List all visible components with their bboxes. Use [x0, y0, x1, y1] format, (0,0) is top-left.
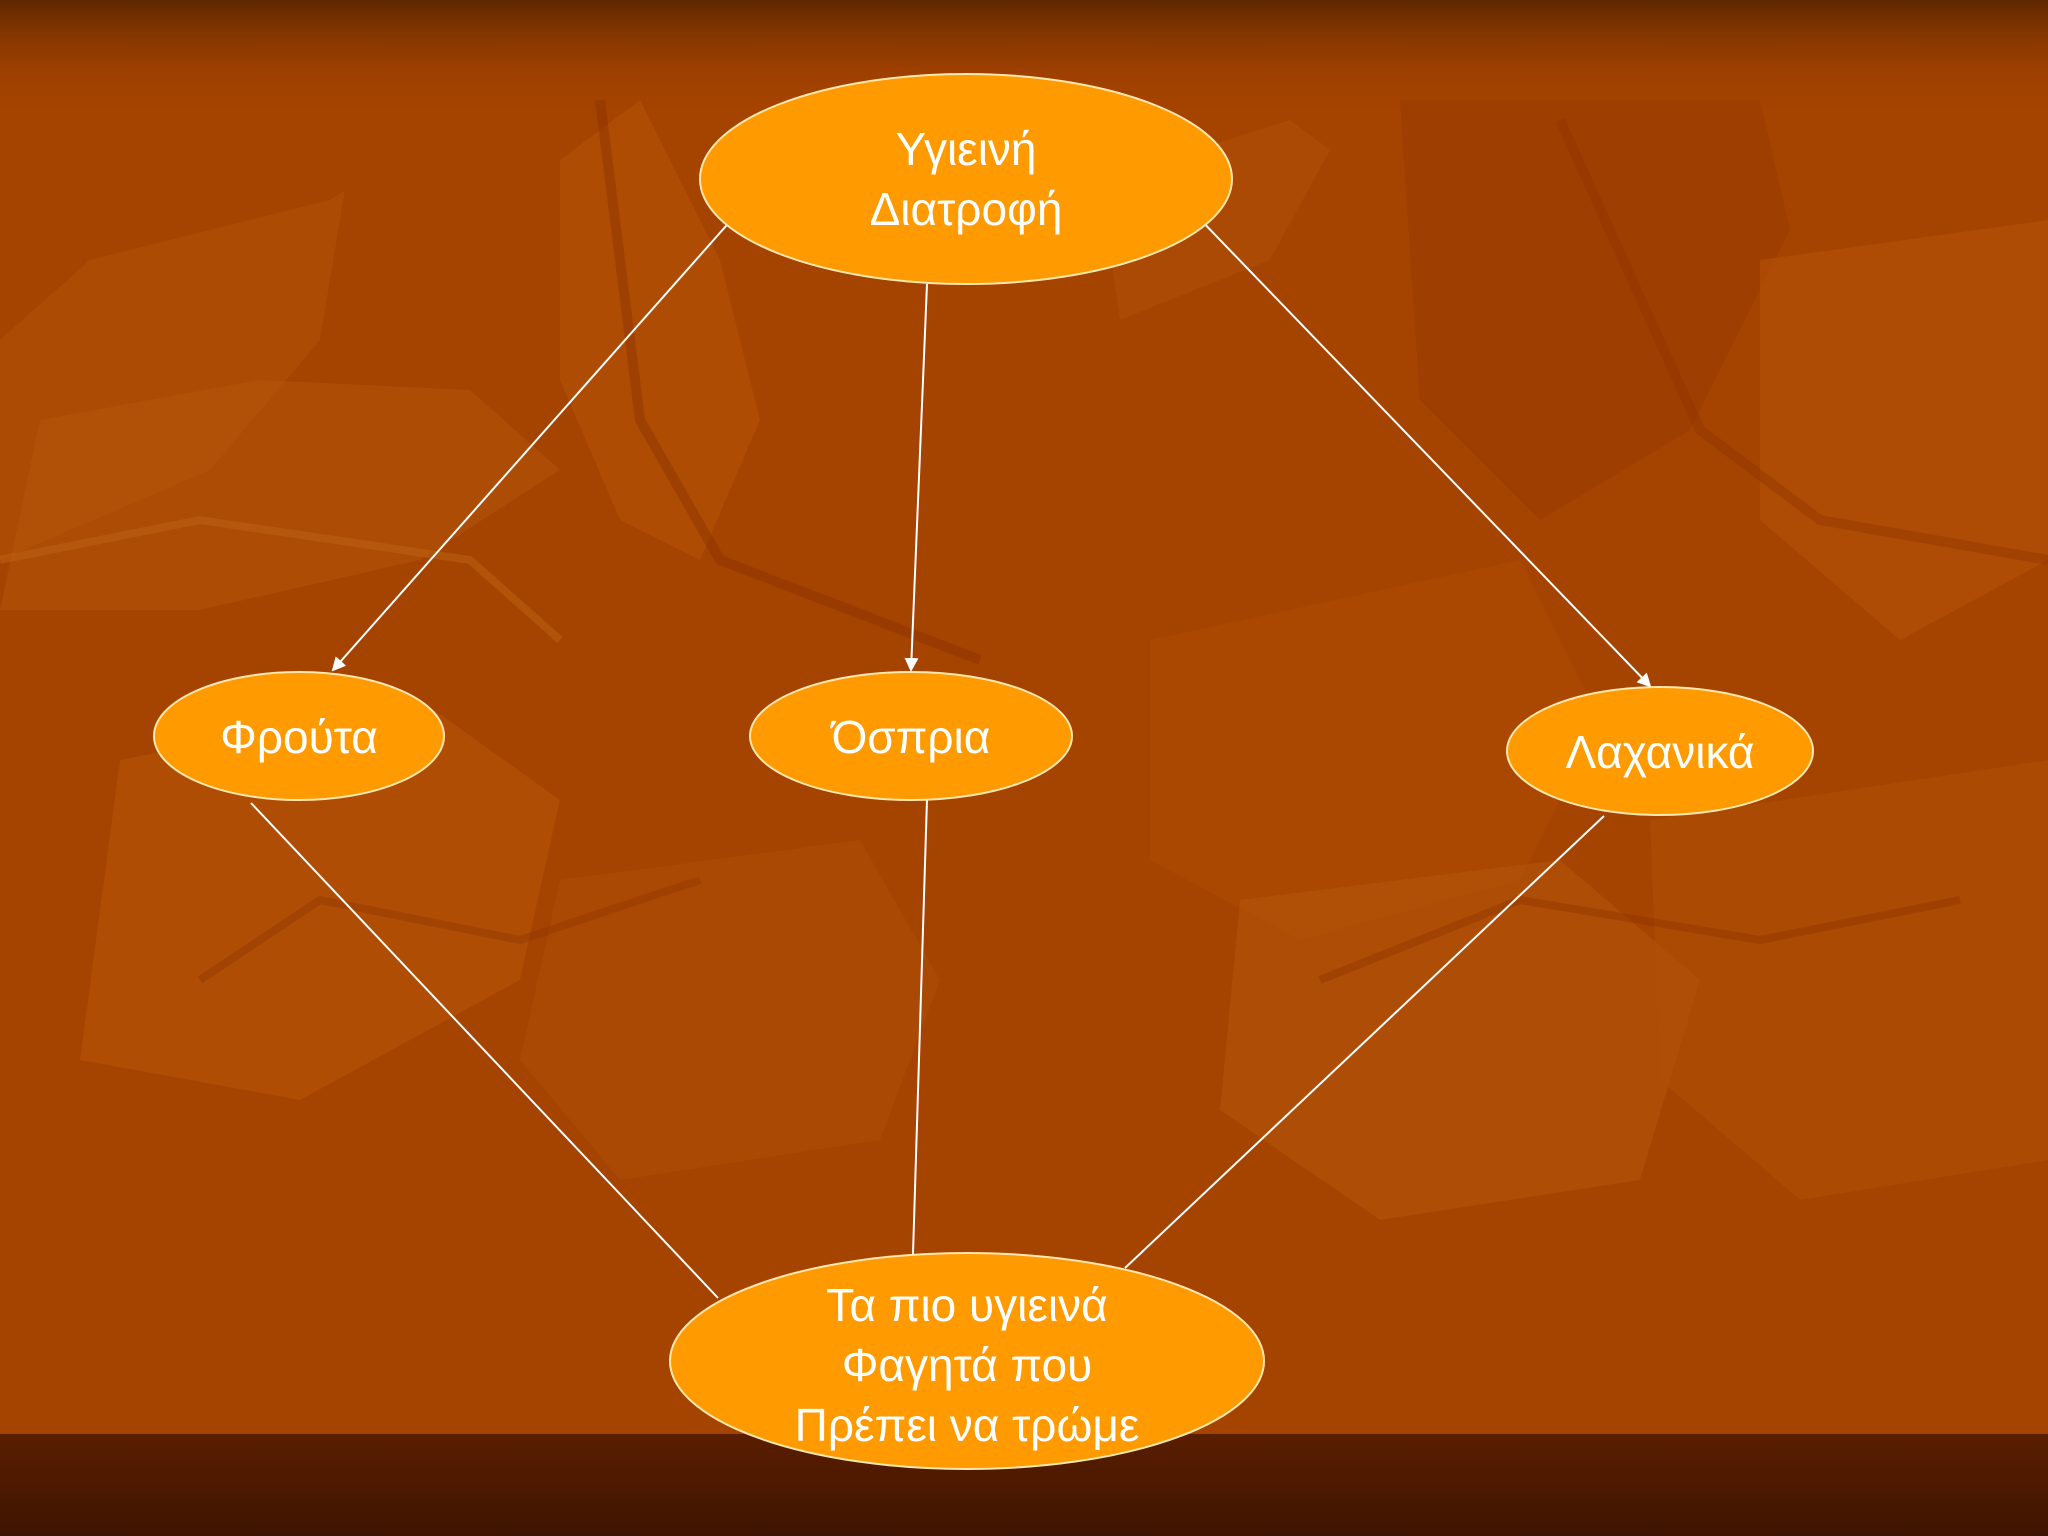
leaf-pattern	[0, 99, 2048, 1220]
edge-legumes-to-bottom	[912, 798, 928, 1255]
node-healthy-diet	[699, 73, 1233, 285]
edge-top-to-legumes	[904, 283, 928, 672]
connectors	[250, 186, 1652, 1299]
edge-top-to-fruits	[331, 199, 750, 672]
node-fruits	[153, 671, 445, 801]
edge-vegetables-to-bottom	[1124, 815, 1605, 1269]
edge-fruits-to-bottom	[250, 802, 719, 1299]
edge-top-to-vegetables	[1168, 186, 1652, 688]
node-vegetables	[1506, 686, 1814, 816]
node-legumes	[749, 671, 1073, 801]
node-healthiest-foods	[669, 1252, 1265, 1470]
